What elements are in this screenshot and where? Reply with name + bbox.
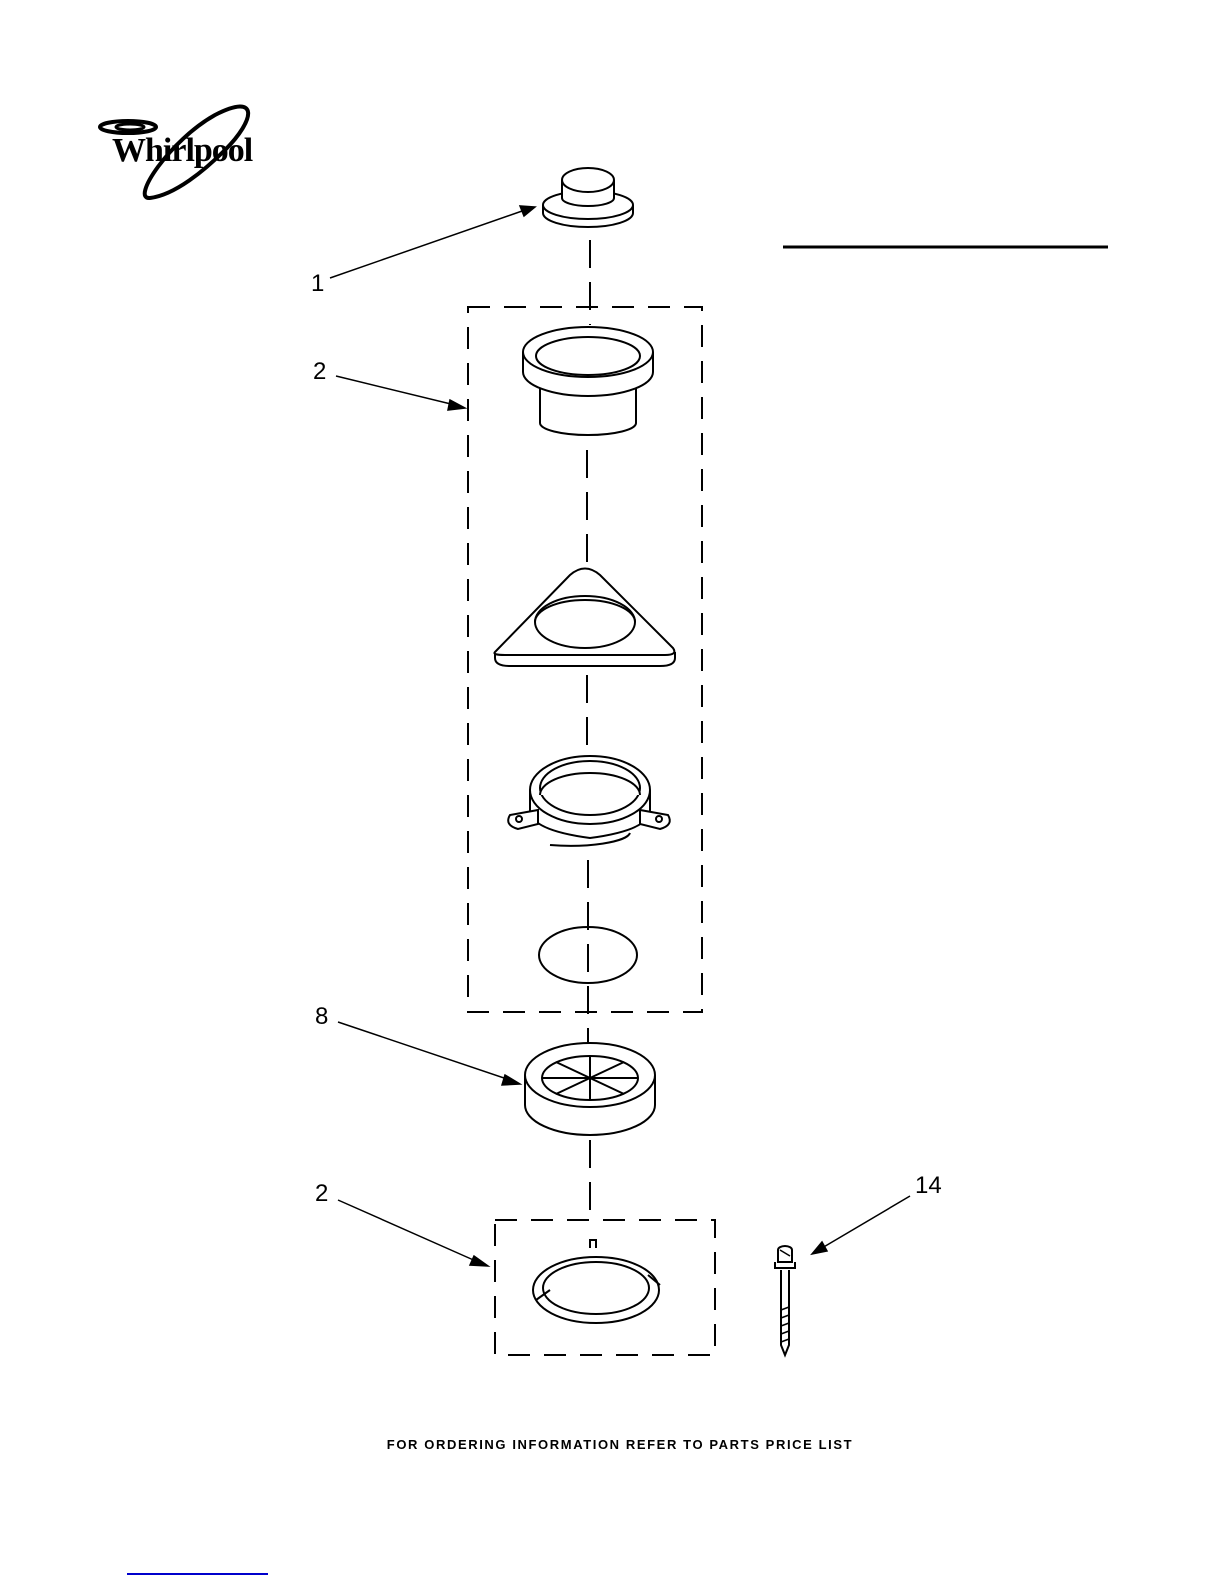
- part-lower-ring: [532, 1239, 661, 1324]
- part-mounting-ring: [507, 755, 671, 847]
- whirlpool-logo-text: Whirlpool: [112, 132, 253, 169]
- part-stopper: [542, 167, 634, 228]
- mounting-ring-group-box: [494, 1219, 716, 1356]
- whirlpool-logo-swirl: [98, 104, 251, 200]
- part-splash-guard: [524, 1042, 656, 1136]
- callout-1: 1: [311, 270, 325, 297]
- part-snap-ring: [538, 926, 638, 984]
- callout-8: 8: [315, 1003, 329, 1030]
- ordering-info-footer: FOR ORDERING INFORMATION REFER TO PARTS …: [386, 1437, 854, 1452]
- assembly-axis: [586, 240, 591, 1215]
- callout-arrows: [329, 205, 911, 1267]
- part-sink-flange: [522, 326, 654, 436]
- footer-link-underline[interactable]: [127, 1573, 268, 1575]
- assembly-group-box: [467, 306, 703, 1013]
- callout-2: 2: [313, 358, 327, 385]
- part-screw: [774, 1245, 796, 1358]
- callout-14: 14: [915, 1172, 942, 1199]
- part-backup-ring: [493, 567, 676, 667]
- callout-2-lower: 2: [315, 1180, 329, 1207]
